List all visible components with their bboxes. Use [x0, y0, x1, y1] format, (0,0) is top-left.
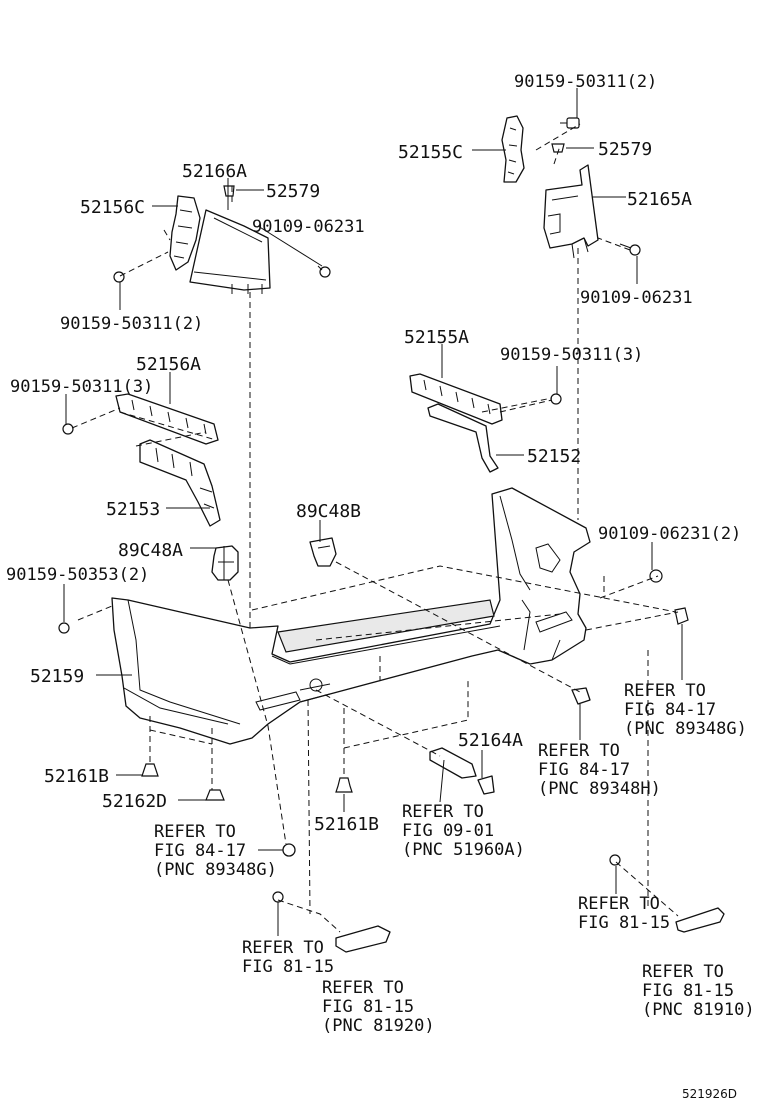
- ref-note-81-15-left: REFER TO FIG 81-15: [242, 938, 334, 977]
- label-52159: 52159: [30, 666, 84, 687]
- label-90159-50311-2-top: 90159-50311(2): [514, 72, 657, 92]
- clip-52161B-mid[interactable]: [335, 777, 353, 793]
- ref-note-81920: REFER TO FIG 81-15 (PNC 81920): [322, 978, 435, 1036]
- label-52155A: 52155A: [404, 327, 469, 348]
- grommet-89348G-left[interactable]: [282, 843, 296, 857]
- label-52153: 52153: [106, 499, 160, 520]
- label-52162D: 52162D: [102, 791, 167, 812]
- label-90159-50311-3-right: 90159-50311(3): [500, 345, 643, 365]
- clip-89C48B[interactable]: [309, 537, 337, 567]
- label-52155C: 52155C: [398, 142, 463, 163]
- label-52579-right: 52579: [598, 139, 652, 160]
- reflector-81910[interactable]: [675, 907, 725, 933]
- bolt-90159-50311-top-right[interactable]: [560, 117, 580, 129]
- label-52156C: 52156C: [80, 197, 145, 218]
- cap-52164A[interactable]: [477, 775, 495, 795]
- part-labels: 90159-50311(2) 52155C 52579 52165A 90109…: [6, 72, 741, 835]
- assembly-lines: [71, 123, 679, 933]
- bolt-90159-50311-left[interactable]: [62, 423, 74, 435]
- clip-89C48A[interactable]: [211, 545, 239, 581]
- retainer-52155A[interactable]: [409, 373, 503, 425]
- retainer-52156A[interactable]: [115, 393, 219, 445]
- label-52165A: 52165A: [627, 189, 692, 210]
- label-89C48A: 89C48A: [118, 540, 183, 561]
- bracket-52152[interactable]: [427, 403, 499, 473]
- label-89C48B: 89C48B: [296, 501, 361, 522]
- clip-52579-right[interactable]: [551, 143, 565, 153]
- ref-note-51960A: REFER TO FIG 09-01 (PNC 51960A): [402, 802, 525, 860]
- retainer-52156C[interactable]: [169, 195, 201, 271]
- bumper-cover-52159[interactable]: [111, 487, 591, 745]
- bolt-90159-50311-right[interactable]: [550, 393, 562, 405]
- label-90159-50353-2: 90159-50353(2): [6, 565, 149, 585]
- label-90109-06231-left: 90109-06231: [252, 217, 365, 237]
- clip-right-side[interactable]: [674, 607, 689, 625]
- retainer-52165A[interactable]: [543, 164, 599, 259]
- ref-note-left-89348G: REFER TO FIG 84-17 (PNC 89348G): [154, 822, 277, 880]
- label-52579-left: 52579: [266, 181, 320, 202]
- retainer-52155C[interactable]: [501, 115, 525, 183]
- label-90159-50311-3-left: 90159-50311(3): [10, 377, 153, 397]
- diagram-id: 521926D: [682, 1087, 737, 1101]
- reflector-81920[interactable]: [335, 925, 391, 953]
- clip-52162D[interactable]: [205, 789, 225, 801]
- label-52161B-left: 52161B: [44, 766, 109, 787]
- bracket-52153[interactable]: [139, 439, 221, 527]
- leader-lines: [63, 88, 683, 936]
- ref-note-mid-89348H: REFER TO FIG 84-17 (PNC 89348H): [538, 741, 661, 799]
- label-90109-06231-right: 90109-06231: [580, 288, 693, 308]
- label-52156A: 52156A: [136, 354, 201, 375]
- bolt-90159-50311-top-left[interactable]: [113, 271, 125, 283]
- ref-note-81910: REFER TO FIG 81-15 (PNC 81910): [642, 962, 755, 1020]
- label-90159-50311-2-left: 90159-50311(2): [60, 314, 203, 334]
- reference-notes: REFER TO FIG 84-17 (PNC 89348G) REFER TO…: [154, 681, 755, 1036]
- label-52166A: 52166A: [182, 161, 247, 182]
- bolt-90159-50353-2[interactable]: [58, 622, 70, 634]
- bolt-90109-06231-2[interactable]: [649, 569, 663, 583]
- bolt-81-15-right[interactable]: [609, 854, 621, 866]
- ref-note-81-15-right: REFER TO FIG 81-15: [578, 894, 670, 933]
- label-52164A: 52164A: [458, 730, 523, 751]
- clip-52161B-left[interactable]: [141, 763, 159, 777]
- bolt-90109-06231-left[interactable]: [317, 265, 331, 278]
- label-52161B-mid: 52161B: [314, 814, 379, 835]
- ref-note-right-89348G: REFER TO FIG 84-17 (PNC 89348G): [624, 681, 747, 739]
- retainer-52166A[interactable]: [189, 209, 271, 294]
- grommet-89348H[interactable]: [571, 687, 591, 705]
- label-52152: 52152: [527, 446, 581, 467]
- sensor-51960A[interactable]: [429, 747, 477, 779]
- label-90109-06231-2: 90109-06231(2): [598, 524, 741, 544]
